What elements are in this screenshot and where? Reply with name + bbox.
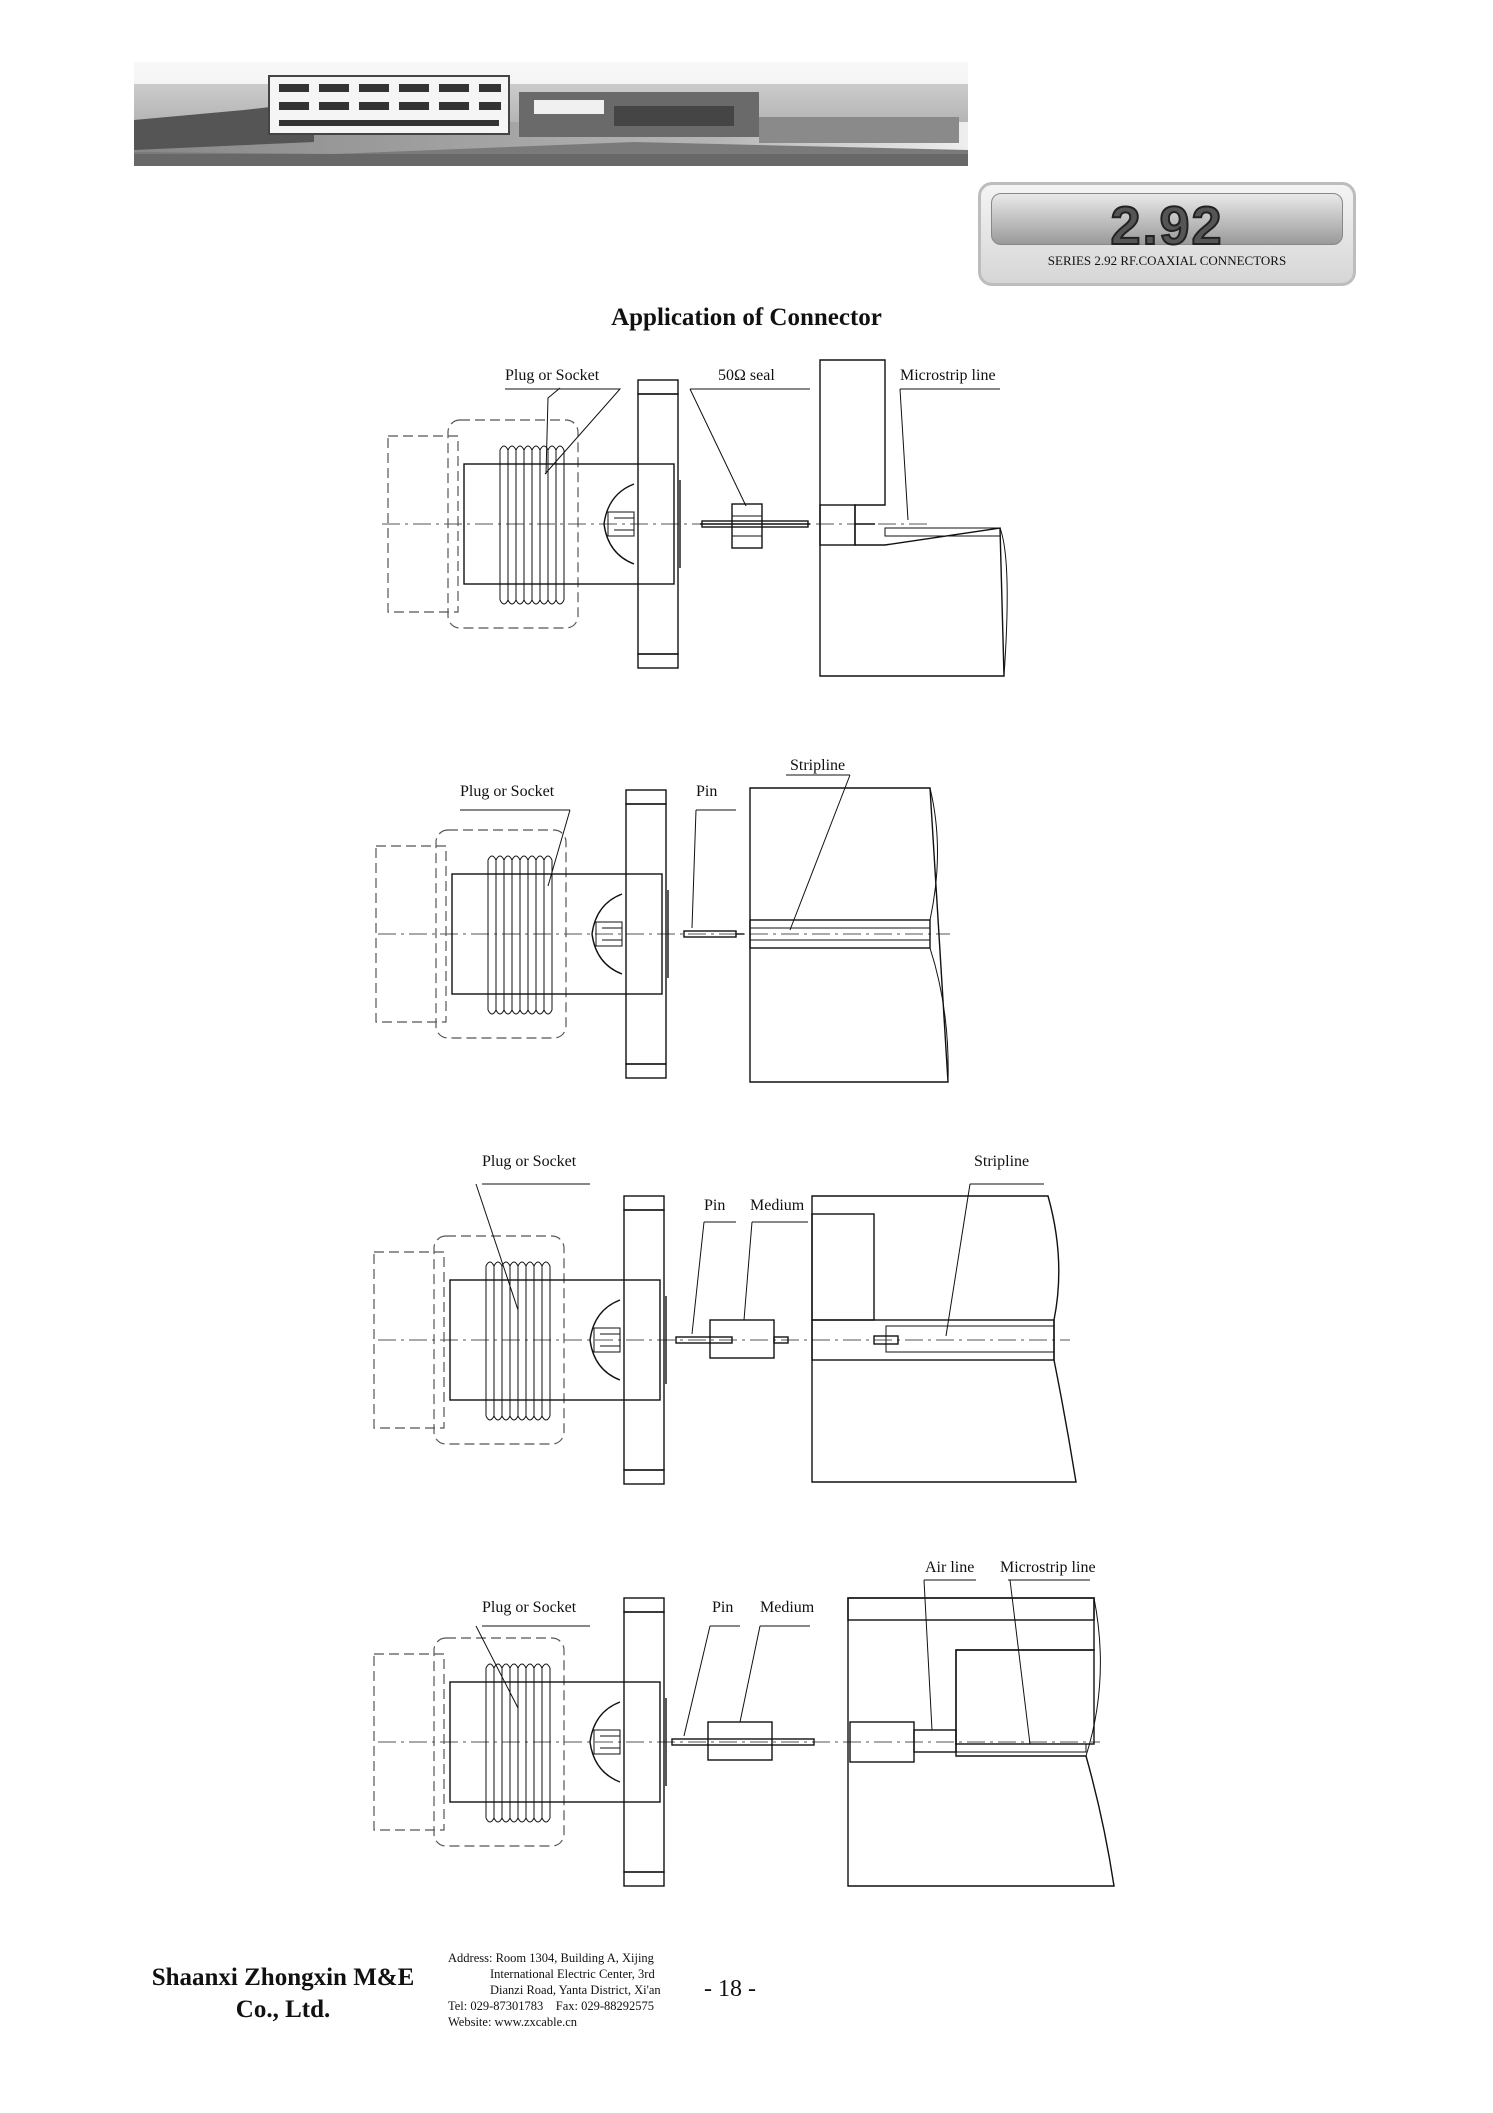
label-plug-or-socket: Plug or Socket: [482, 1153, 577, 1170]
label-pin: Pin: [712, 1599, 733, 1616]
label-medium: Medium: [760, 1599, 815, 1616]
company-line-2: Co., Ltd.: [235, 1996, 331, 2023]
header-banner-image: [134, 62, 968, 166]
website-link[interactable]: Website: www.zxcable.cn: [448, 2015, 578, 2029]
label-medium: Medium: [750, 1197, 805, 1214]
diagram-microstrip-seal: Plug or Socket 50Ω seal Microstrip line: [382, 359, 1008, 677]
page-title: Application of Connector: [611, 304, 882, 331]
label-stripline: Stripline: [790, 757, 845, 774]
label-pin: Pin: [696, 783, 717, 800]
label-plug-or-socket: Plug or Socket: [505, 367, 600, 384]
series-caption: SERIES 2.92 RF.COAXIAL CONNECTORS: [1047, 253, 1287, 268]
series-number: 2.92: [1109, 196, 1224, 256]
address-line-3: Dianzi Road, Yanta District, Xi'an: [490, 1983, 661, 1997]
footer-address: Address: Room 1304, Building A, Xijing I…: [448, 1950, 698, 2030]
address-line-2: International Electric Center, 3rd: [490, 1967, 655, 1981]
label-pin: Pin: [704, 1197, 725, 1214]
diagram-microstrip-airline: Plug or Socket Pin Medium Air line Micro…: [374, 1559, 1115, 1887]
address-line-1: Address: Room 1304, Building A, Xijing: [448, 1951, 654, 1965]
page-number: - 18 -: [704, 1976, 756, 2002]
label-seal: 50Ω seal: [718, 367, 775, 384]
label-microstrip-line: Microstrip line: [1000, 1559, 1096, 1576]
series-badge-plate: 2.92: [991, 193, 1343, 255]
label-plug-or-socket: Plug or Socket: [460, 783, 555, 800]
diagram-stripline-medium: Plug or Socket Pin Medium Stripline: [374, 1153, 1077, 1484]
label-plug-or-socket: Plug or Socket: [482, 1599, 577, 1616]
label-stripline: Stripline: [974, 1153, 1029, 1170]
company-line-1: Shaanxi Zhongxin M&E: [151, 1964, 415, 1991]
series-badge: 2.92 SERIES 2.92 RF.COAXIAL CONNECTORS: [978, 182, 1356, 286]
diagram-stripline-pin: Plug or Socket Pin Stripline: [376, 757, 950, 1083]
footer-company-name: Shaanxi Zhongxin M&E Co., Ltd.: [138, 1962, 428, 2026]
label-air-line: Air line: [925, 1559, 974, 1576]
label-microstrip-line: Microstrip line: [900, 367, 996, 384]
phone-fax: Tel: 029-87301783 Fax: 029-88292575: [448, 1999, 655, 2013]
